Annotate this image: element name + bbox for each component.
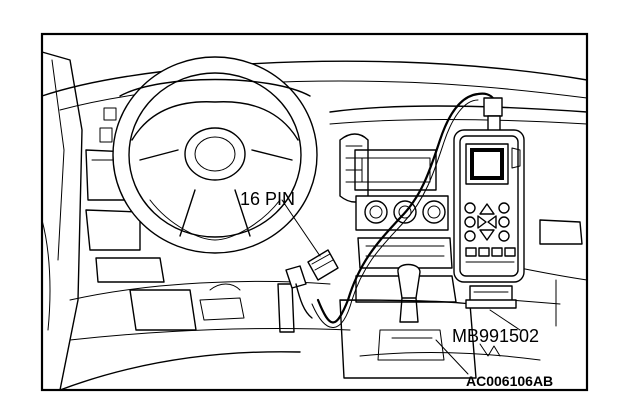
connector-16-pin	[285, 249, 339, 319]
connector-label: 16 PIN	[240, 189, 295, 209]
scan-tool-cable	[316, 92, 498, 324]
tool-part-number-label: MB991502	[452, 326, 539, 346]
figure-code-leader-line	[435, 339, 469, 375]
figure-code-label: AC006106AB	[466, 373, 553, 389]
dashboard-drawing	[41, 51, 588, 391]
connector-leader-line	[281, 199, 321, 257]
tool-leader-line	[489, 309, 521, 331]
scan-tool-mb991502	[453, 97, 525, 309]
